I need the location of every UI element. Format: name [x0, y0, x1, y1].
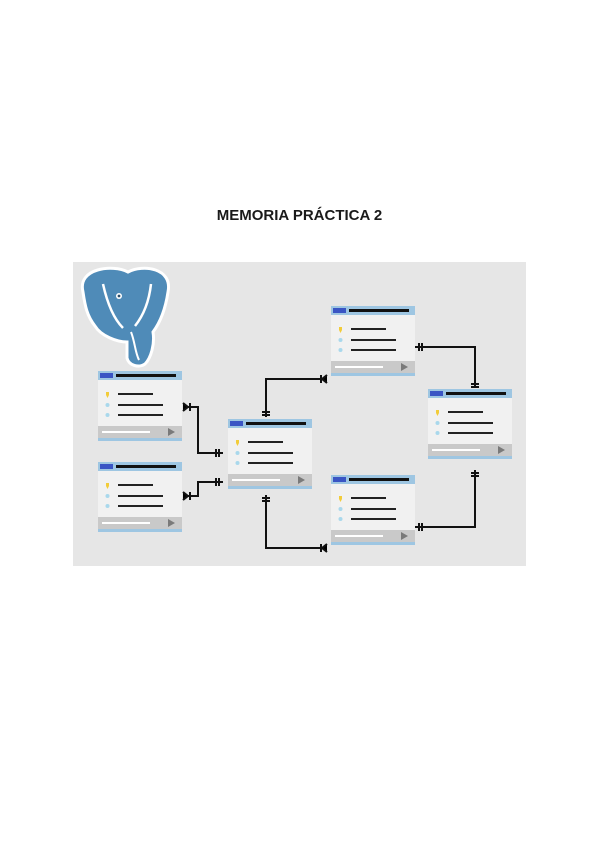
entity-table-4 — [331, 306, 415, 376]
entity-table-5 — [331, 475, 415, 545]
page-title: MEMORIA PRÁCTICA 2 — [216, 207, 383, 224]
entity-table-1 — [98, 371, 182, 441]
er-diagram-illustration — [73, 262, 526, 566]
connector-end-marks — [182, 343, 479, 553]
postgresql-elephant-logo — [80, 266, 170, 368]
entity-table-2 — [98, 462, 182, 532]
entity-table-6 — [428, 389, 512, 459]
entity-table-3 — [228, 419, 312, 489]
